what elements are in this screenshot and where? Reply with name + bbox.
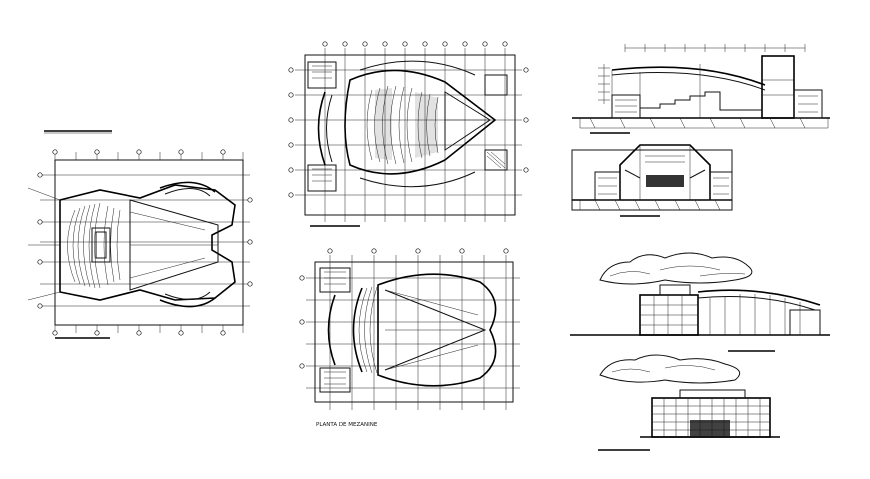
plan-mezzanine-balcony (352, 287, 363, 373)
plan-ground-shell-top (159, 181, 216, 193)
plan-upper-frame (304, 54, 516, 216)
plan-upper-bubbles (288, 41, 529, 198)
plan-upper-seating (366, 85, 439, 165)
plan-mezzanine: PLANTA DE MEZANINE (299, 248, 520, 428)
plan-mezzanine-front (327, 294, 336, 366)
plan-ground-outline (59, 184, 236, 301)
plan-ground-shell-bottom (159, 297, 216, 308)
plan-ground-seating (67, 202, 121, 289)
section-cross (571, 144, 733, 217)
plan-ground-bubbles (37, 149, 253, 336)
plan-mezzanine-service-bottom (319, 367, 351, 393)
plan-mezzanine-caption: PLANTA DE MEZANINE (316, 422, 378, 428)
plan-upper-auditorium (344, 69, 497, 175)
elevation-front (598, 354, 780, 451)
section-cross-hall (619, 144, 711, 200)
elevation-side-trees (599, 252, 753, 285)
plan-ground-grid (40, 152, 250, 333)
plan-upper (288, 41, 529, 227)
elevation-front-trees (599, 354, 741, 384)
plan-mezzanine-hall (377, 273, 497, 387)
section-long (572, 44, 830, 134)
plan-mezzanine-grid (306, 255, 520, 410)
plan-upper-stage (444, 91, 491, 151)
section-long-seating (640, 91, 762, 111)
plan-mezzanine-service-top (319, 267, 351, 293)
plan-ground-frame (54, 159, 244, 326)
elevation-side-roof (697, 289, 821, 306)
plan-ground-hall (129, 199, 219, 291)
section-long-flytower (761, 55, 795, 119)
plan-upper-lobby-front (317, 91, 326, 166)
plan-upper-service-bottom (307, 164, 337, 192)
elevation-side (570, 252, 830, 352)
plan-mezzanine-frame (314, 261, 514, 403)
section-long-roof (611, 66, 766, 86)
plan-upper-service-top (307, 61, 337, 89)
plan-ground (27, 130, 253, 339)
plan-upper-grid (295, 48, 522, 222)
